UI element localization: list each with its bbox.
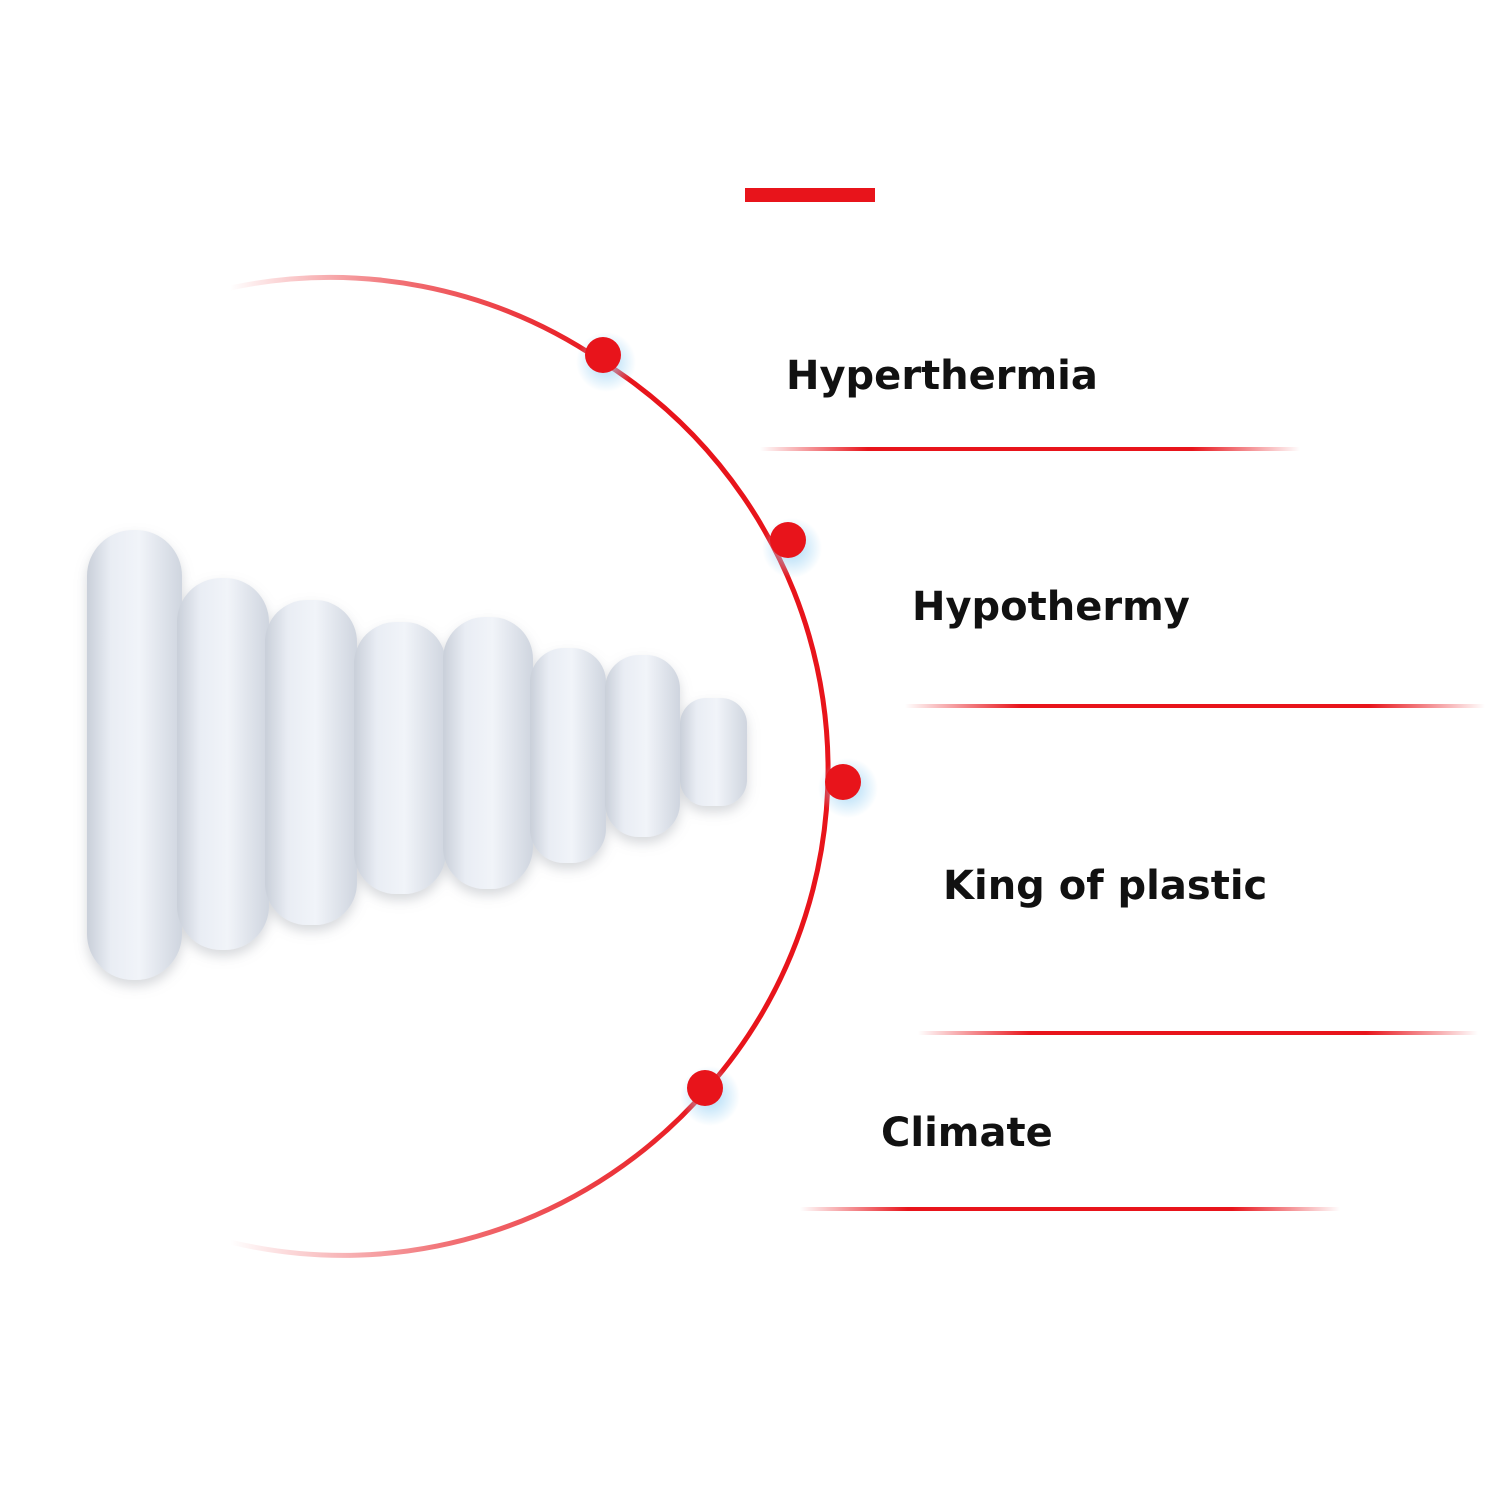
dot-marker — [585, 337, 621, 373]
dot-marker — [770, 522, 806, 558]
stir-bar-4 — [354, 622, 446, 894]
feature-dot-4 — [680, 1066, 740, 1126]
feature-dot-3 — [818, 758, 878, 818]
arc-main — [598, 357, 831, 1090]
arc-bottom-fade — [229, 1086, 710, 1258]
stir-bar-3 — [265, 600, 357, 925]
stir-bar-1 — [87, 530, 182, 980]
dot-marker — [825, 764, 861, 800]
feature-label-climate: Climate — [881, 1110, 1053, 1156]
stir-bar-2 — [177, 578, 269, 950]
feature-dot-2 — [762, 518, 822, 578]
dot-marker — [687, 1070, 723, 1106]
feature-dot-1 — [576, 332, 636, 392]
separator-line-3 — [918, 1031, 1478, 1035]
feature-label-king-of-plastic: King of plastic — [943, 863, 1267, 909]
stir-bar-6 — [530, 648, 606, 863]
feature-label-hyperthermia: Hyperthermia — [786, 353, 1098, 399]
arc-top-fade — [229, 274, 602, 363]
stir-bar-8 — [680, 698, 747, 806]
feature-label-hypothermy: Hypothermy — [912, 584, 1190, 630]
stir-bar-set-image — [87, 530, 747, 980]
separator-line-1 — [760, 447, 1300, 451]
separator-line-4 — [800, 1207, 1340, 1211]
circle-arc — [229, 274, 831, 1258]
stir-bar-7 — [605, 655, 680, 837]
stir-bar-5 — [443, 617, 533, 889]
separator-line-2 — [905, 704, 1485, 708]
top-accent-bar — [745, 188, 875, 202]
